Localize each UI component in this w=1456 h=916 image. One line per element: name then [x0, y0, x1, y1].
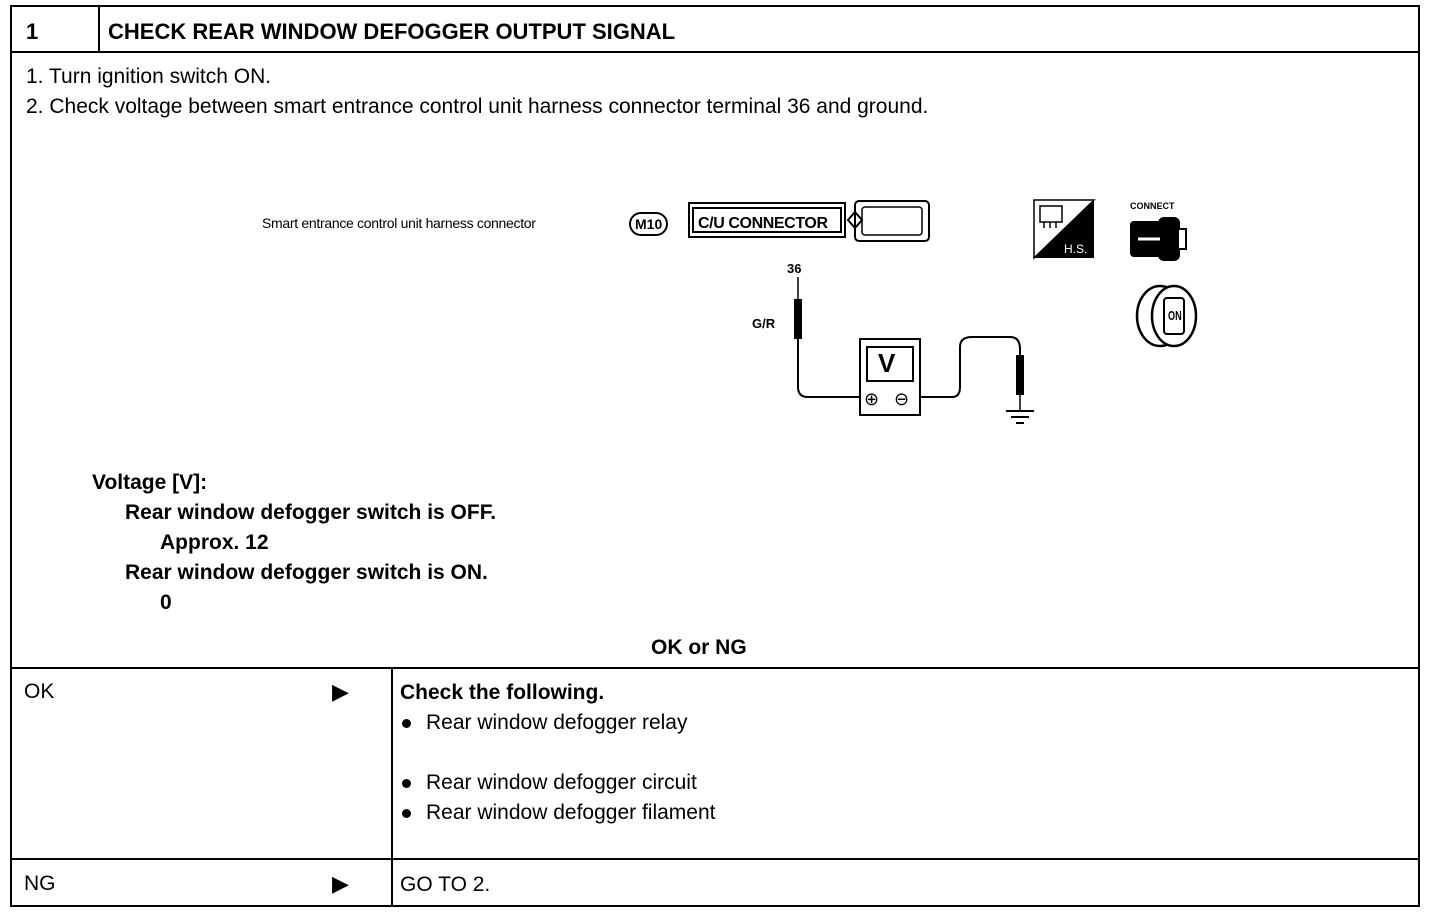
ok-arrow-icon: ▶: [332, 679, 349, 704]
hs-badge-text: H.S.: [1064, 242, 1088, 256]
ok-item-3: Rear window defogger filament: [426, 801, 716, 824]
harness-side-icon: [1033, 199, 1096, 260]
voltage-heading: Voltage [V]:: [92, 471, 208, 494]
ok-heading: Check the following.: [400, 681, 605, 704]
instruction-2: 2. Check voltage between smart entrance …: [26, 95, 929, 118]
header-divider: [12, 51, 1418, 53]
wire-color: G/R: [752, 316, 776, 331]
connector-label: Smart entrance control unit harness conn…: [262, 215, 536, 231]
ng-action: GO TO 2.: [400, 873, 491, 896]
value-on: 0: [160, 591, 172, 614]
step-table: 1 CHECK REAR WINDOW DEFOGGER OUTPUT SIGN…: [10, 5, 1420, 907]
condition-off: Rear window defogger switch is OFF.: [125, 501, 497, 524]
ok-label: OK: [24, 680, 55, 703]
cu-connector-icon: [688, 200, 930, 242]
voltmeter-circuit: [794, 277, 1034, 424]
step-title: CHECK REAR WINDOW DEFOGGER OUTPUT SIGNAL: [108, 19, 676, 44]
meter-symbol: V: [878, 348, 896, 378]
ng-label: NG: [24, 872, 56, 895]
ignition-on-label: ON: [1168, 308, 1182, 323]
results-column-divider: [391, 667, 393, 907]
value-off: Approx. 12: [160, 531, 269, 554]
plus-terminal-icon: ⊕: [864, 389, 880, 409]
step-number: 1: [26, 19, 39, 44]
connect-icon: [1130, 217, 1187, 261]
ok-or-ng-prompt: OK or NG: [651, 636, 747, 659]
results-divider: [12, 667, 1418, 669]
connect-label: CONNECT: [1130, 201, 1175, 211]
terminal-number: 36: [787, 261, 802, 276]
ok-item-1: Rear window defogger relay: [426, 711, 688, 734]
ng-arrow-icon: ▶: [332, 871, 349, 896]
ignition-on-icon: [1135, 284, 1198, 348]
bullet-icon: [402, 719, 411, 728]
ok-item-2: Rear window defogger circuit: [426, 771, 697, 794]
ng-row-divider: [12, 858, 1418, 860]
connector-name: C/U CONNECTOR: [698, 215, 828, 232]
bullet-icon: [402, 809, 411, 818]
bullet-icon: [402, 779, 411, 788]
minus-terminal-icon: ⊖: [894, 389, 910, 409]
connector-code-badge: M10: [629, 212, 669, 236]
header-column-divider: [98, 7, 100, 51]
condition-on: Rear window defogger switch is ON.: [125, 561, 488, 584]
instruction-1: 1. Turn ignition switch ON.: [26, 65, 272, 88]
